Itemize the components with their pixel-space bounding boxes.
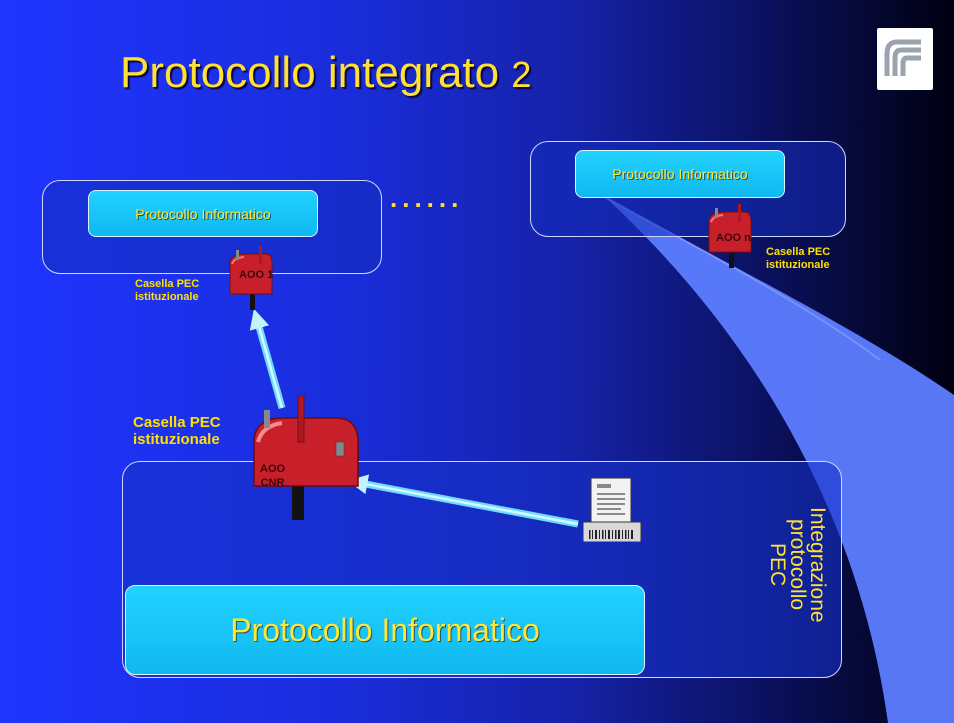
arrow-cnr-to-aoo1: [249, 308, 286, 409]
document-barcode-icon: [583, 478, 641, 542]
ellipsis-dots: ......: [390, 183, 464, 213]
cnr-protocollo-label: Protocollo Informatico: [230, 611, 540, 648]
integration-label: Integrazione protocollo PEC: [766, 507, 829, 623]
cnr-logo-icon: [884, 39, 921, 76]
arrow-document-to-cnr: [347, 474, 579, 528]
slide-title-number: 2: [511, 54, 532, 95]
aoo1-pec-label-line1: Casella PEC: [135, 278, 200, 290]
cnr-mailbox-label-line1: AOO: [260, 463, 286, 475]
cnr-mailbox-label-line2: CNR: [260, 477, 285, 489]
aoo1-protocollo-box: Protocollo Informatico: [88, 190, 318, 237]
slide-title: Protocollo integrato 2: [120, 48, 531, 98]
cnr-mailbox-icon: [253, 396, 359, 520]
cnr-protocollo-box: Protocollo Informatico: [125, 585, 645, 675]
aoon-protocollo-box: Protocollo Informatico: [575, 150, 785, 198]
cnr-mailbox-label: AOO CNR: [260, 462, 285, 490]
aoon-pec-label: Casella PEC istituzionale: [766, 246, 830, 271]
cnr-pec-label-line1: Casella PEC: [133, 414, 221, 431]
aoo1-mailbox-label: AOO 1: [239, 269, 274, 281]
slide-title-text: Protocollo integrato: [120, 48, 500, 97]
aoon-pec-label-line1: Casella PEC: [766, 246, 831, 258]
cnr-logo: [877, 28, 933, 90]
aoo1-protocollo-label: Protocollo Informatico: [135, 205, 271, 222]
aoo1-mailbox-icon: [229, 246, 273, 310]
aoo1-pec-label: Casella PEC istituzionale: [135, 278, 199, 303]
aoo1-pec-label-line2: istituzionale: [135, 290, 199, 303]
cnr-pec-label: Casella PEC istituzionale: [133, 414, 221, 449]
cnr-pec-label-line2: istituzionale: [133, 431, 220, 449]
aoon-mailbox-label: AOO n: [716, 232, 751, 244]
aoon-pec-label-line2: istituzionale: [766, 258, 830, 271]
aoon-protocollo-label: Protocollo Informatico: [612, 166, 748, 182]
aoon-mailbox-icon: [708, 204, 752, 268]
